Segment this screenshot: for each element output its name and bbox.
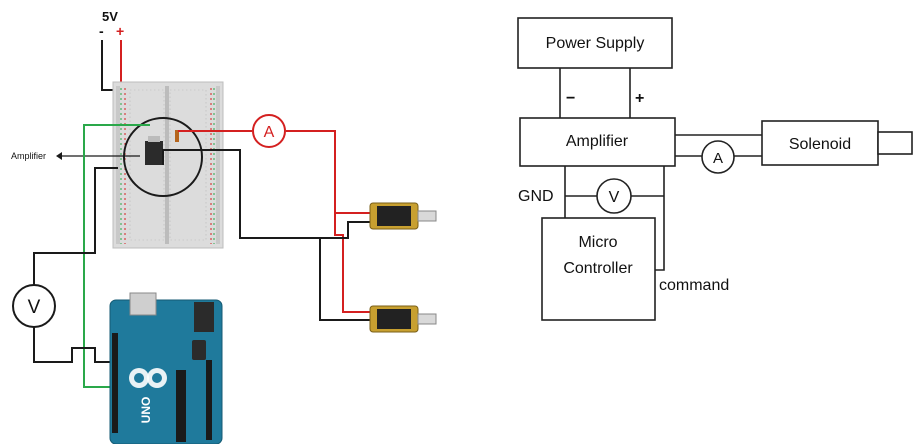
gnd-label: GND — [518, 188, 554, 205]
amplifier-label: Amplifier — [566, 133, 629, 150]
amplifier-chip — [145, 141, 163, 165]
voltmeter-wire-top — [33, 167, 118, 285]
black-wire-to-solenoids — [162, 149, 370, 321]
solenoid-label: Solenoid — [789, 136, 851, 153]
solenoid-top — [369, 202, 437, 230]
power-minus-sign: − — [566, 90, 575, 107]
red-wire-to-solenoid-top — [286, 130, 370, 214]
supply-voltage-label: 5V — [102, 9, 118, 24]
right-voltmeter-label: V — [609, 189, 620, 206]
arduino-board: UNO — [109, 292, 223, 444]
amplifier-callout-arrow — [56, 152, 62, 160]
block-diagram: Power Supply − + Amplifier Solenoid A GN… — [517, 17, 913, 321]
left-ammeter — [252, 114, 286, 148]
solenoid-box — [761, 120, 879, 166]
amplifier-callout-label: Amplifier — [11, 151, 46, 161]
left-voltmeter-label: V — [28, 297, 41, 318]
resistor — [175, 130, 179, 142]
amplifier-highlight-circle — [123, 117, 203, 197]
solenoid-plunger — [877, 131, 913, 155]
power-plus-sign: + — [635, 90, 644, 107]
voltmeter-wire-bottom — [33, 327, 112, 363]
micro-controller-label-line2: Controller — [563, 260, 633, 277]
green-command-wire — [83, 124, 150, 388]
command-label: command — [659, 277, 729, 294]
supply-plus-label: + — [116, 23, 124, 39]
supply-minus-label: - — [99, 23, 104, 39]
power-supply-box — [517, 17, 673, 69]
left-voltmeter — [12, 284, 56, 328]
red-wire-to-solenoid-bottom — [334, 213, 370, 313]
breadboard — [112, 81, 224, 249]
right-ammeter — [701, 140, 735, 174]
amplifier-box — [519, 117, 676, 167]
power-supply-label: Power Supply — [546, 35, 645, 52]
micro-controller-label-line1: Micro — [578, 234, 617, 251]
amplifier-chip-tab — [148, 136, 160, 142]
micro-controller-box — [541, 217, 656, 321]
breadboard-wiring-illustration: 5V - + Amplifier — [11, 9, 437, 444]
arduino-logo-text: UNO — [139, 397, 153, 424]
left-ammeter-label: A — [264, 124, 275, 141]
right-voltmeter — [596, 178, 632, 214]
black-wire-to-solenoid-top — [320, 221, 370, 239]
solenoid-bottom — [369, 305, 437, 333]
right-ammeter-label: A — [713, 150, 723, 167]
